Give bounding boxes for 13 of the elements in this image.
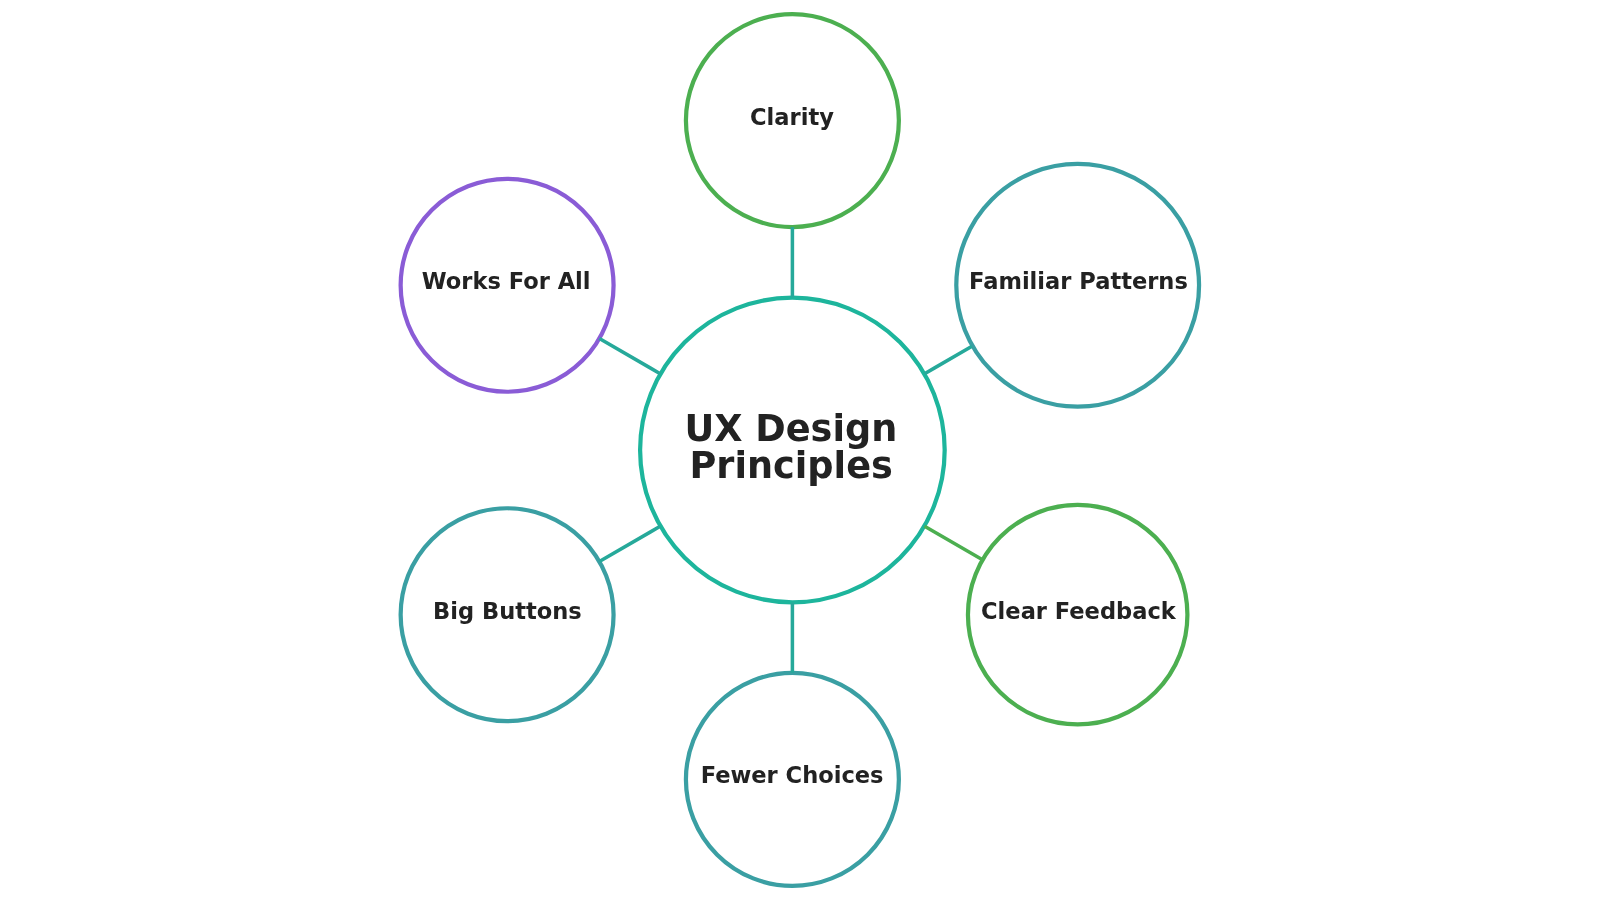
node-circle: Clear Feedback — [965, 502, 1190, 727]
node-circle: UX Design Principles — [638, 295, 947, 605]
connector — [790, 602, 795, 673]
node-circle: Clarity — [683, 12, 901, 230]
node-circle: Big Buttons — [398, 506, 616, 724]
connector — [923, 524, 984, 562]
node-circle: Works For All — [398, 176, 616, 394]
node-circle: Familiar Patterns — [954, 161, 1202, 409]
connector — [598, 524, 662, 563]
node-circle: Fewer Choices — [683, 670, 901, 888]
connector — [923, 344, 973, 376]
connector — [790, 227, 795, 298]
connector — [598, 337, 662, 376]
